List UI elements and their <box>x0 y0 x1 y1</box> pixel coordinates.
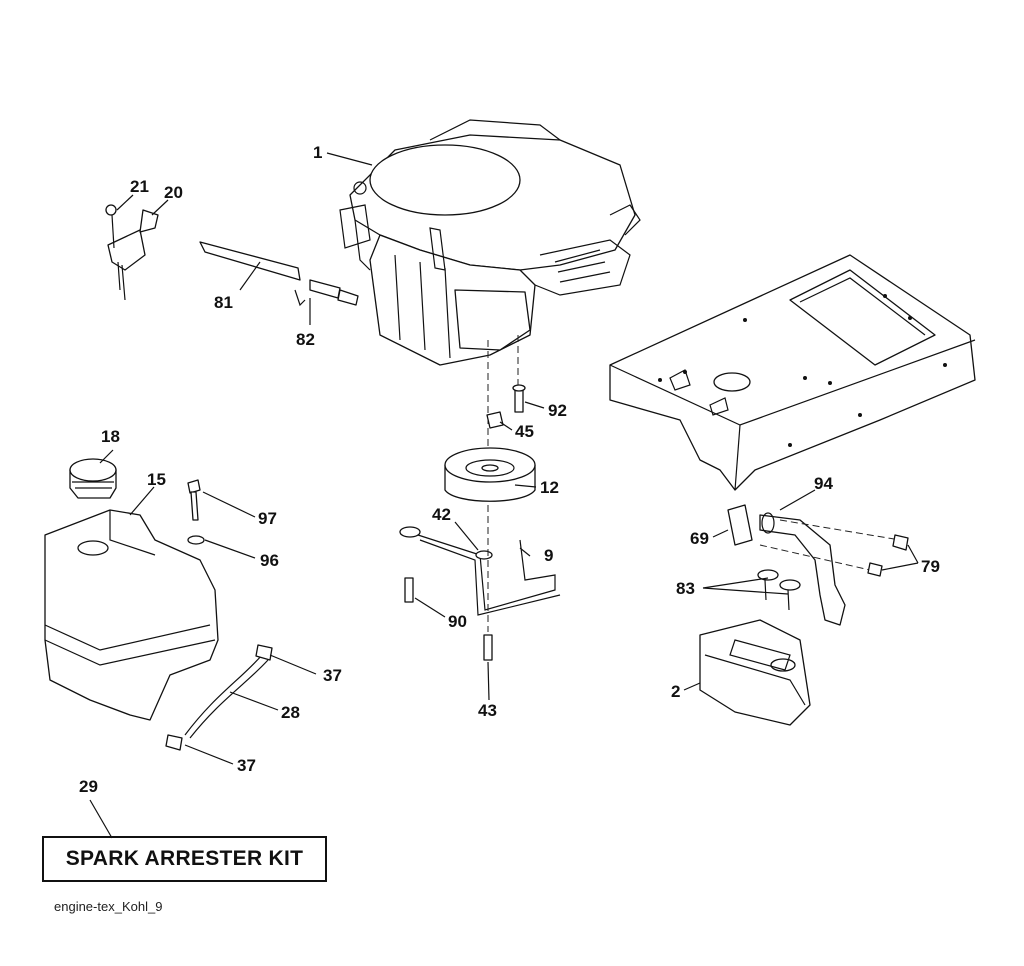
exhaust-pipe-part <box>727 504 909 626</box>
callout-28: 28 <box>281 703 300 722</box>
callout-29: 29 <box>79 777 98 796</box>
leader-lines <box>89 152 919 839</box>
callout-1: 1 <box>313 143 322 162</box>
choke-control-part <box>105 204 159 301</box>
callout-42: 42 <box>432 505 451 524</box>
callout-96: 96 <box>260 551 279 570</box>
frame-plate <box>609 254 976 491</box>
callout-90: 90 <box>448 612 467 631</box>
callout-18: 18 <box>101 427 120 446</box>
pulley-part <box>444 335 536 502</box>
diagram-code-footer: engine-tex_Kohl_9 <box>54 899 163 914</box>
callout-21: 21 <box>130 177 149 196</box>
callout-37-lower: 37 <box>237 756 256 775</box>
callout-43: 43 <box>478 701 497 720</box>
callout-20: 20 <box>164 183 183 202</box>
callout-82: 82 <box>296 330 315 349</box>
callout-2: 2 <box>671 682 680 701</box>
callout-12: 12 <box>540 478 559 497</box>
callout-92: 92 <box>548 401 567 420</box>
callout-83: 83 <box>676 579 695 598</box>
fuel-hose-part <box>199 241 359 307</box>
bolt-part <box>187 479 205 545</box>
callout-9: 9 <box>544 546 553 565</box>
callout-81: 81 <box>214 293 233 312</box>
engine-part <box>339 119 641 366</box>
callout-labels: 1 21 20 81 82 92 45 18 15 12 97 42 9 96 … <box>79 143 940 796</box>
spark-arrester-kit-box: SPARK ARRESTER KIT <box>42 836 327 882</box>
spark-arrester-kit-label: SPARK ARRESTER KIT <box>65 847 304 870</box>
callout-79: 79 <box>921 557 940 576</box>
callout-97: 97 <box>258 509 277 528</box>
callout-15: 15 <box>147 470 166 489</box>
callout-37-upper: 37 <box>323 666 342 685</box>
callout-94: 94 <box>814 474 833 493</box>
fuel-tank-part <box>44 458 219 721</box>
muffler-part <box>699 569 811 726</box>
callout-69: 69 <box>690 529 709 548</box>
bracket-part <box>399 505 561 661</box>
fuel-line-part <box>165 644 273 751</box>
callout-45: 45 <box>515 422 534 441</box>
